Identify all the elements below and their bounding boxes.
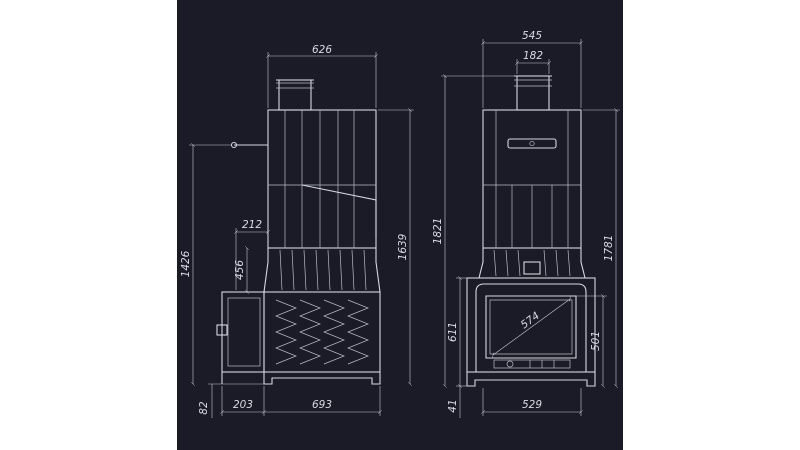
dim-545: 545 — [522, 30, 542, 42]
front-ash-vents — [493, 359, 571, 369]
side-water-tap — [230, 141, 268, 149]
dim-611: 611 — [447, 322, 459, 342]
dim-529: 529 — [522, 399, 542, 411]
side-base — [221, 372, 381, 385]
front-dimension-lines — [441, 39, 620, 418]
side-ribbed-section — [263, 248, 381, 293]
front-upper-tank — [482, 109, 582, 249]
dim-456: 456 — [234, 260, 246, 280]
front-dimension-labels: 545 182 1821 1781 611 501 574 41 529 — [432, 30, 615, 413]
front-view — [466, 75, 596, 387]
dim-82: 82 — [198, 401, 210, 415]
side-dimension-lines — [189, 52, 414, 418]
dim-1639: 1639 — [397, 233, 409, 260]
side-chimney-pipe — [276, 79, 314, 111]
side-stone-mesh — [263, 291, 381, 373]
side-view — [216, 79, 381, 385]
front-tank-handle — [507, 138, 557, 149]
dim-182: 182 — [523, 50, 543, 62]
side-upper-tank — [267, 109, 377, 249]
dim-1821: 1821 — [432, 218, 444, 245]
dim-1781: 1781 — [603, 235, 615, 262]
front-base — [466, 372, 596, 387]
dim-626: 626 — [312, 44, 332, 56]
dim-1426: 1426 — [180, 250, 192, 277]
dim-41: 41 — [447, 399, 459, 412]
dim-501: 501 — [590, 331, 602, 351]
dim-693: 693 — [312, 399, 332, 411]
dim-212: 212 — [242, 219, 262, 231]
dim-203: 203 — [233, 399, 253, 411]
front-chimney-pipe — [514, 75, 552, 111]
front-firebox-door — [466, 277, 596, 373]
side-firebox-door — [216, 291, 265, 373]
drawing-sheet — [177, 0, 623, 450]
side-dimension-labels: 626 1639 1426 212 456 82 203 693 — [180, 44, 409, 415]
front-ribbed-section — [478, 248, 586, 279]
